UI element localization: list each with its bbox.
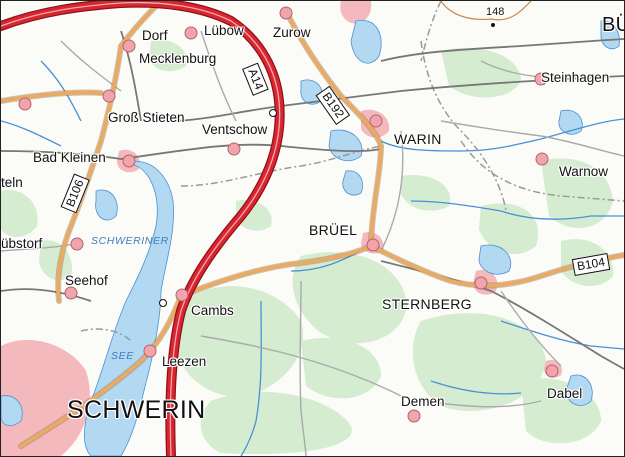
label-bue: BÜ bbox=[602, 14, 624, 36]
label-bruel: BRÜEL bbox=[309, 222, 358, 238]
autobahn-a14 bbox=[1, 1, 285, 456]
label-teln: teln bbox=[1, 175, 23, 190]
label-schwerin: SCHWERIN bbox=[67, 396, 206, 424]
label-elevation-148: 148 bbox=[486, 6, 505, 18]
label-ventschow: Ventschow bbox=[202, 122, 268, 137]
rivers bbox=[1, 60, 624, 456]
label-seehof: Seehof bbox=[65, 273, 108, 288]
elevation-point bbox=[491, 23, 495, 27]
label-schweriner-see-2: SEE bbox=[111, 350, 134, 362]
label-mecklenburg: Mecklenburg bbox=[139, 51, 217, 66]
contour-line bbox=[440, 1, 532, 21]
label-luebstorf: übstorf bbox=[1, 236, 43, 251]
label-warin: WARIN bbox=[394, 131, 442, 147]
town-markers bbox=[18, 6, 559, 423]
junction-markers bbox=[159, 109, 277, 307]
label-demen: Demen bbox=[401, 394, 445, 409]
lakes bbox=[1, 19, 620, 456]
label-luebow: Lübow bbox=[204, 23, 244, 38]
minor-roads bbox=[1, 30, 624, 456]
label-schweriner-see-1: SCHWERINER bbox=[91, 235, 169, 247]
label-warnow: Warnow bbox=[559, 164, 609, 179]
label-sternberg: STERNBERG bbox=[382, 296, 472, 312]
label-dabel: Dabel bbox=[547, 386, 583, 401]
label-gross-stieten: Groß Stieten bbox=[108, 110, 185, 125]
label-cambs: Cambs bbox=[191, 303, 234, 318]
label-zurow: Zurow bbox=[273, 25, 311, 40]
borders bbox=[80, 1, 624, 342]
label-dorf: Dorf bbox=[142, 28, 168, 43]
railways bbox=[1, 30, 624, 370]
label-steinhagen: Steinhagen bbox=[541, 70, 610, 85]
label-leezen: Leezen bbox=[162, 354, 207, 369]
label-bad-kleinen: Bad Kleinen bbox=[33, 150, 106, 165]
